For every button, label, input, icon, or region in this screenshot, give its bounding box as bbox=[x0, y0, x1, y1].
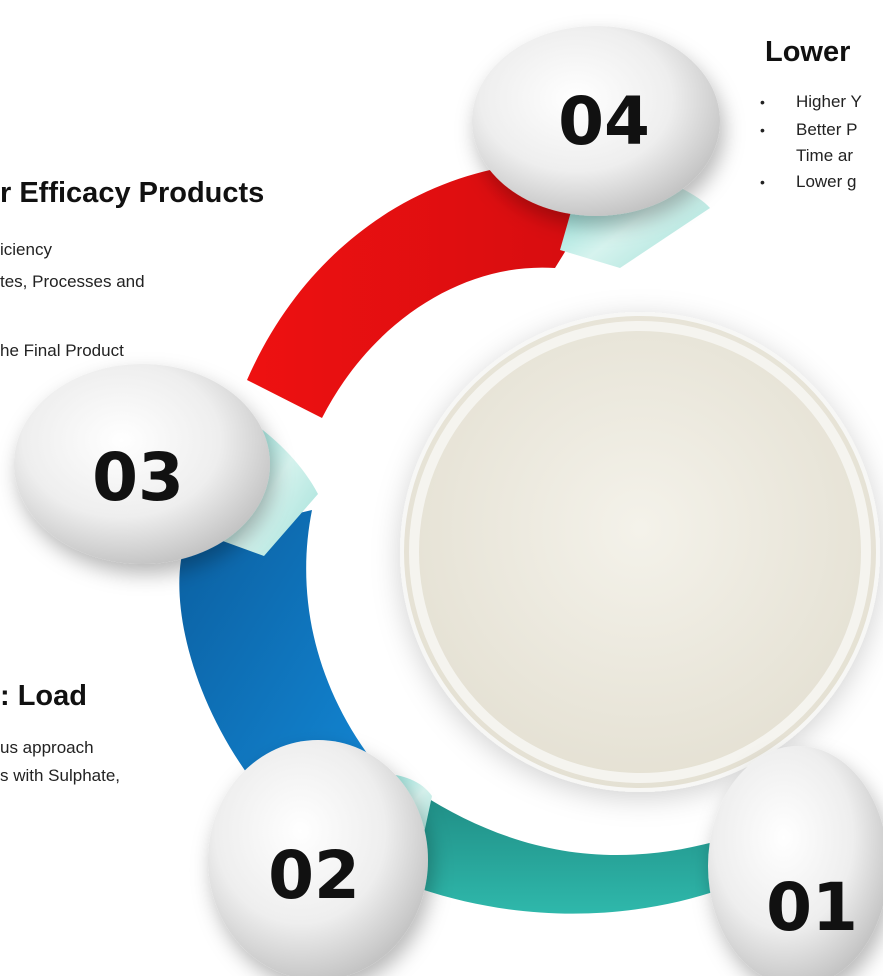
bullet-icon: • bbox=[760, 122, 765, 138]
step-number-02: 02 bbox=[268, 837, 360, 914]
step-number-04: 04 bbox=[558, 83, 650, 160]
efficacy-line-2: tes, Processes and bbox=[0, 272, 145, 291]
efficacy-line-1: iciency bbox=[0, 240, 52, 259]
disc-01 bbox=[708, 746, 883, 976]
center-disc-ring bbox=[409, 321, 871, 783]
disc-04 bbox=[472, 26, 720, 216]
step-number-01: 01 bbox=[766, 869, 858, 946]
center-disc bbox=[404, 316, 876, 788]
lower-bullet-1: Higher Y bbox=[796, 92, 862, 111]
load-line-1: us approach bbox=[0, 738, 94, 757]
load-heading: : Load bbox=[0, 680, 87, 712]
disc-02 bbox=[208, 740, 428, 976]
segment-red bbox=[247, 161, 618, 418]
lower-bullet-2-cont: Time ar bbox=[796, 146, 853, 165]
efficacy-heading: r Efficacy Products bbox=[0, 177, 265, 209]
lower-bullet-3: Lower g bbox=[796, 172, 857, 191]
bullet-icon: • bbox=[760, 174, 765, 190]
bullet-icon: • bbox=[760, 94, 765, 110]
efficacy-line-3: he Final Product bbox=[0, 341, 124, 360]
lower-bullet-2: Better P bbox=[796, 120, 858, 139]
segment-teal bbox=[352, 792, 736, 914]
load-line-2: s with Sulphate, bbox=[0, 766, 121, 785]
lower-heading: Lower bbox=[765, 36, 851, 68]
disc-03 bbox=[14, 364, 270, 564]
step-number-03: 03 bbox=[92, 439, 184, 516]
